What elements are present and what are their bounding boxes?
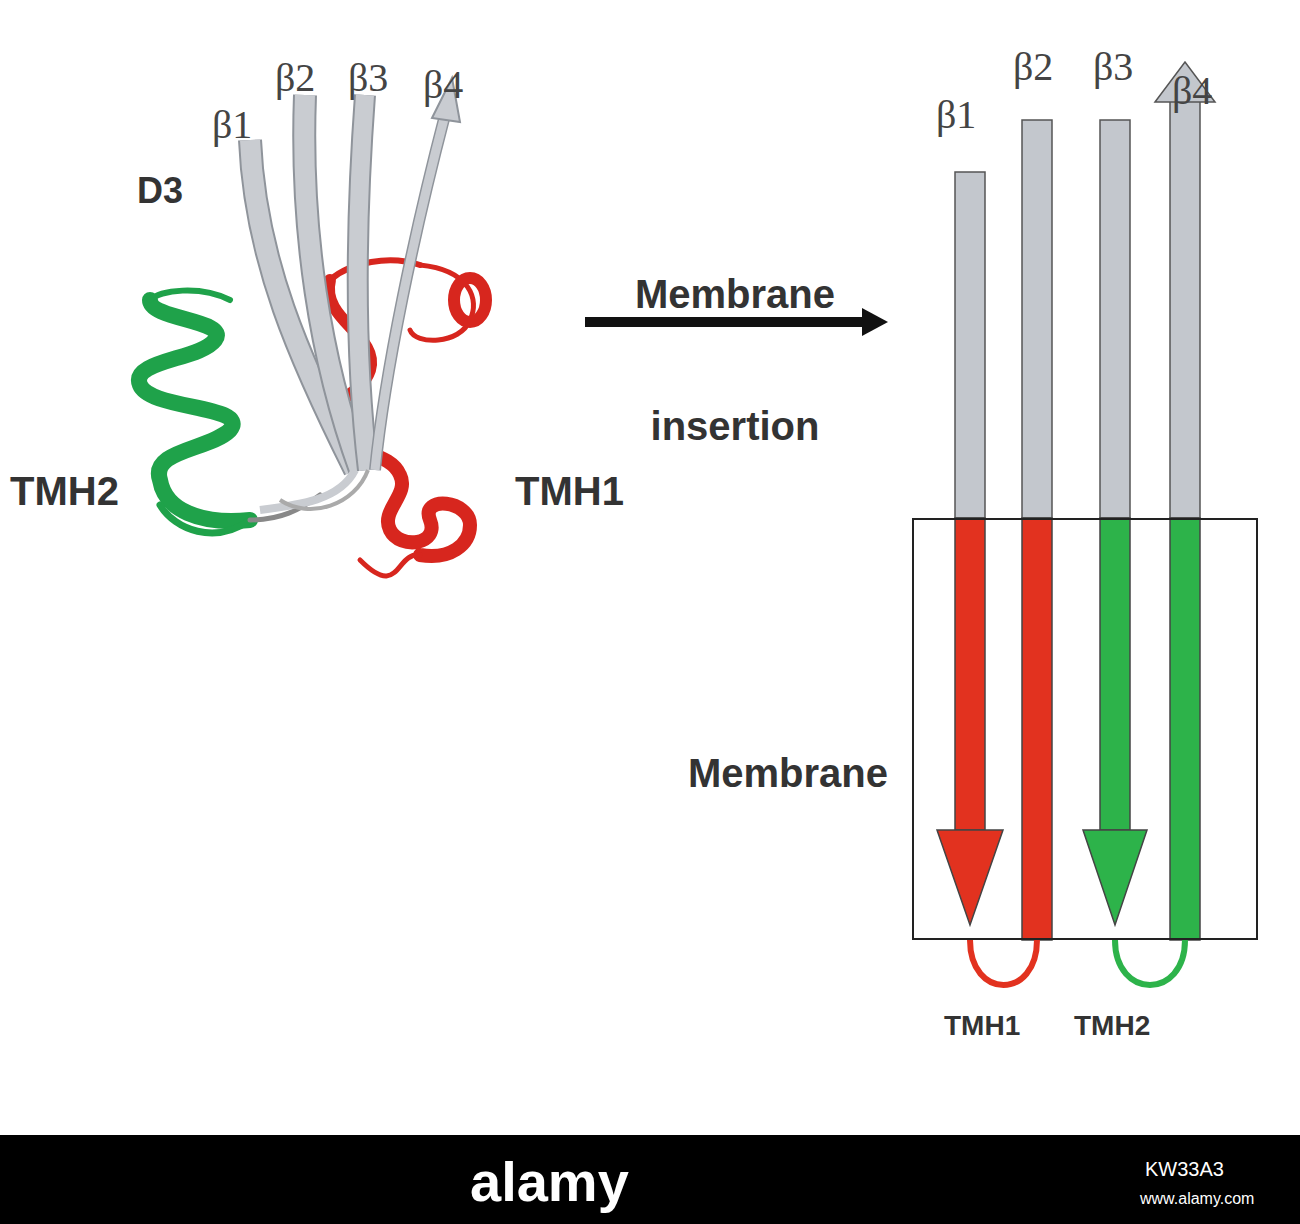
tmh2-hairpin <box>1083 518 1200 985</box>
tmh1-hairpin <box>937 518 1052 985</box>
watermark: KW33A3 <box>1145 1158 1224 1181</box>
strand-label: β4 <box>423 62 463 108</box>
strand-label: β2 <box>275 55 315 101</box>
membrane-label: Membrane <box>688 750 888 796</box>
hairpin-label: TMH2 <box>1074 1010 1150 1042</box>
strand-label: β4 <box>1172 68 1212 114</box>
strand-label: β2 <box>1013 44 1053 90</box>
insertion-arrow <box>585 317 872 327</box>
process-label: Membrane insertion <box>575 228 895 492</box>
domain-label: D3 <box>137 170 183 211</box>
strand-label: β1 <box>212 102 252 148</box>
strand-label: β3 <box>1093 44 1133 90</box>
strand-label: β3 <box>348 55 388 101</box>
membrane-box: Membrane <box>912 518 1258 940</box>
helix-label: TMH1 <box>515 468 624 514</box>
insertion-arrowhead <box>862 308 888 336</box>
watermark: alamy <box>470 1150 629 1214</box>
strand-label: β1 <box>936 92 976 138</box>
watermark: www.alamy.com <box>1140 1190 1254 1208</box>
watermark-band <box>0 1135 1300 1224</box>
hairpin-label: TMH1 <box>944 1010 1020 1042</box>
strand-bars <box>955 62 1215 518</box>
beta-strands <box>250 78 460 510</box>
helix-label: TMH2 <box>10 468 119 514</box>
